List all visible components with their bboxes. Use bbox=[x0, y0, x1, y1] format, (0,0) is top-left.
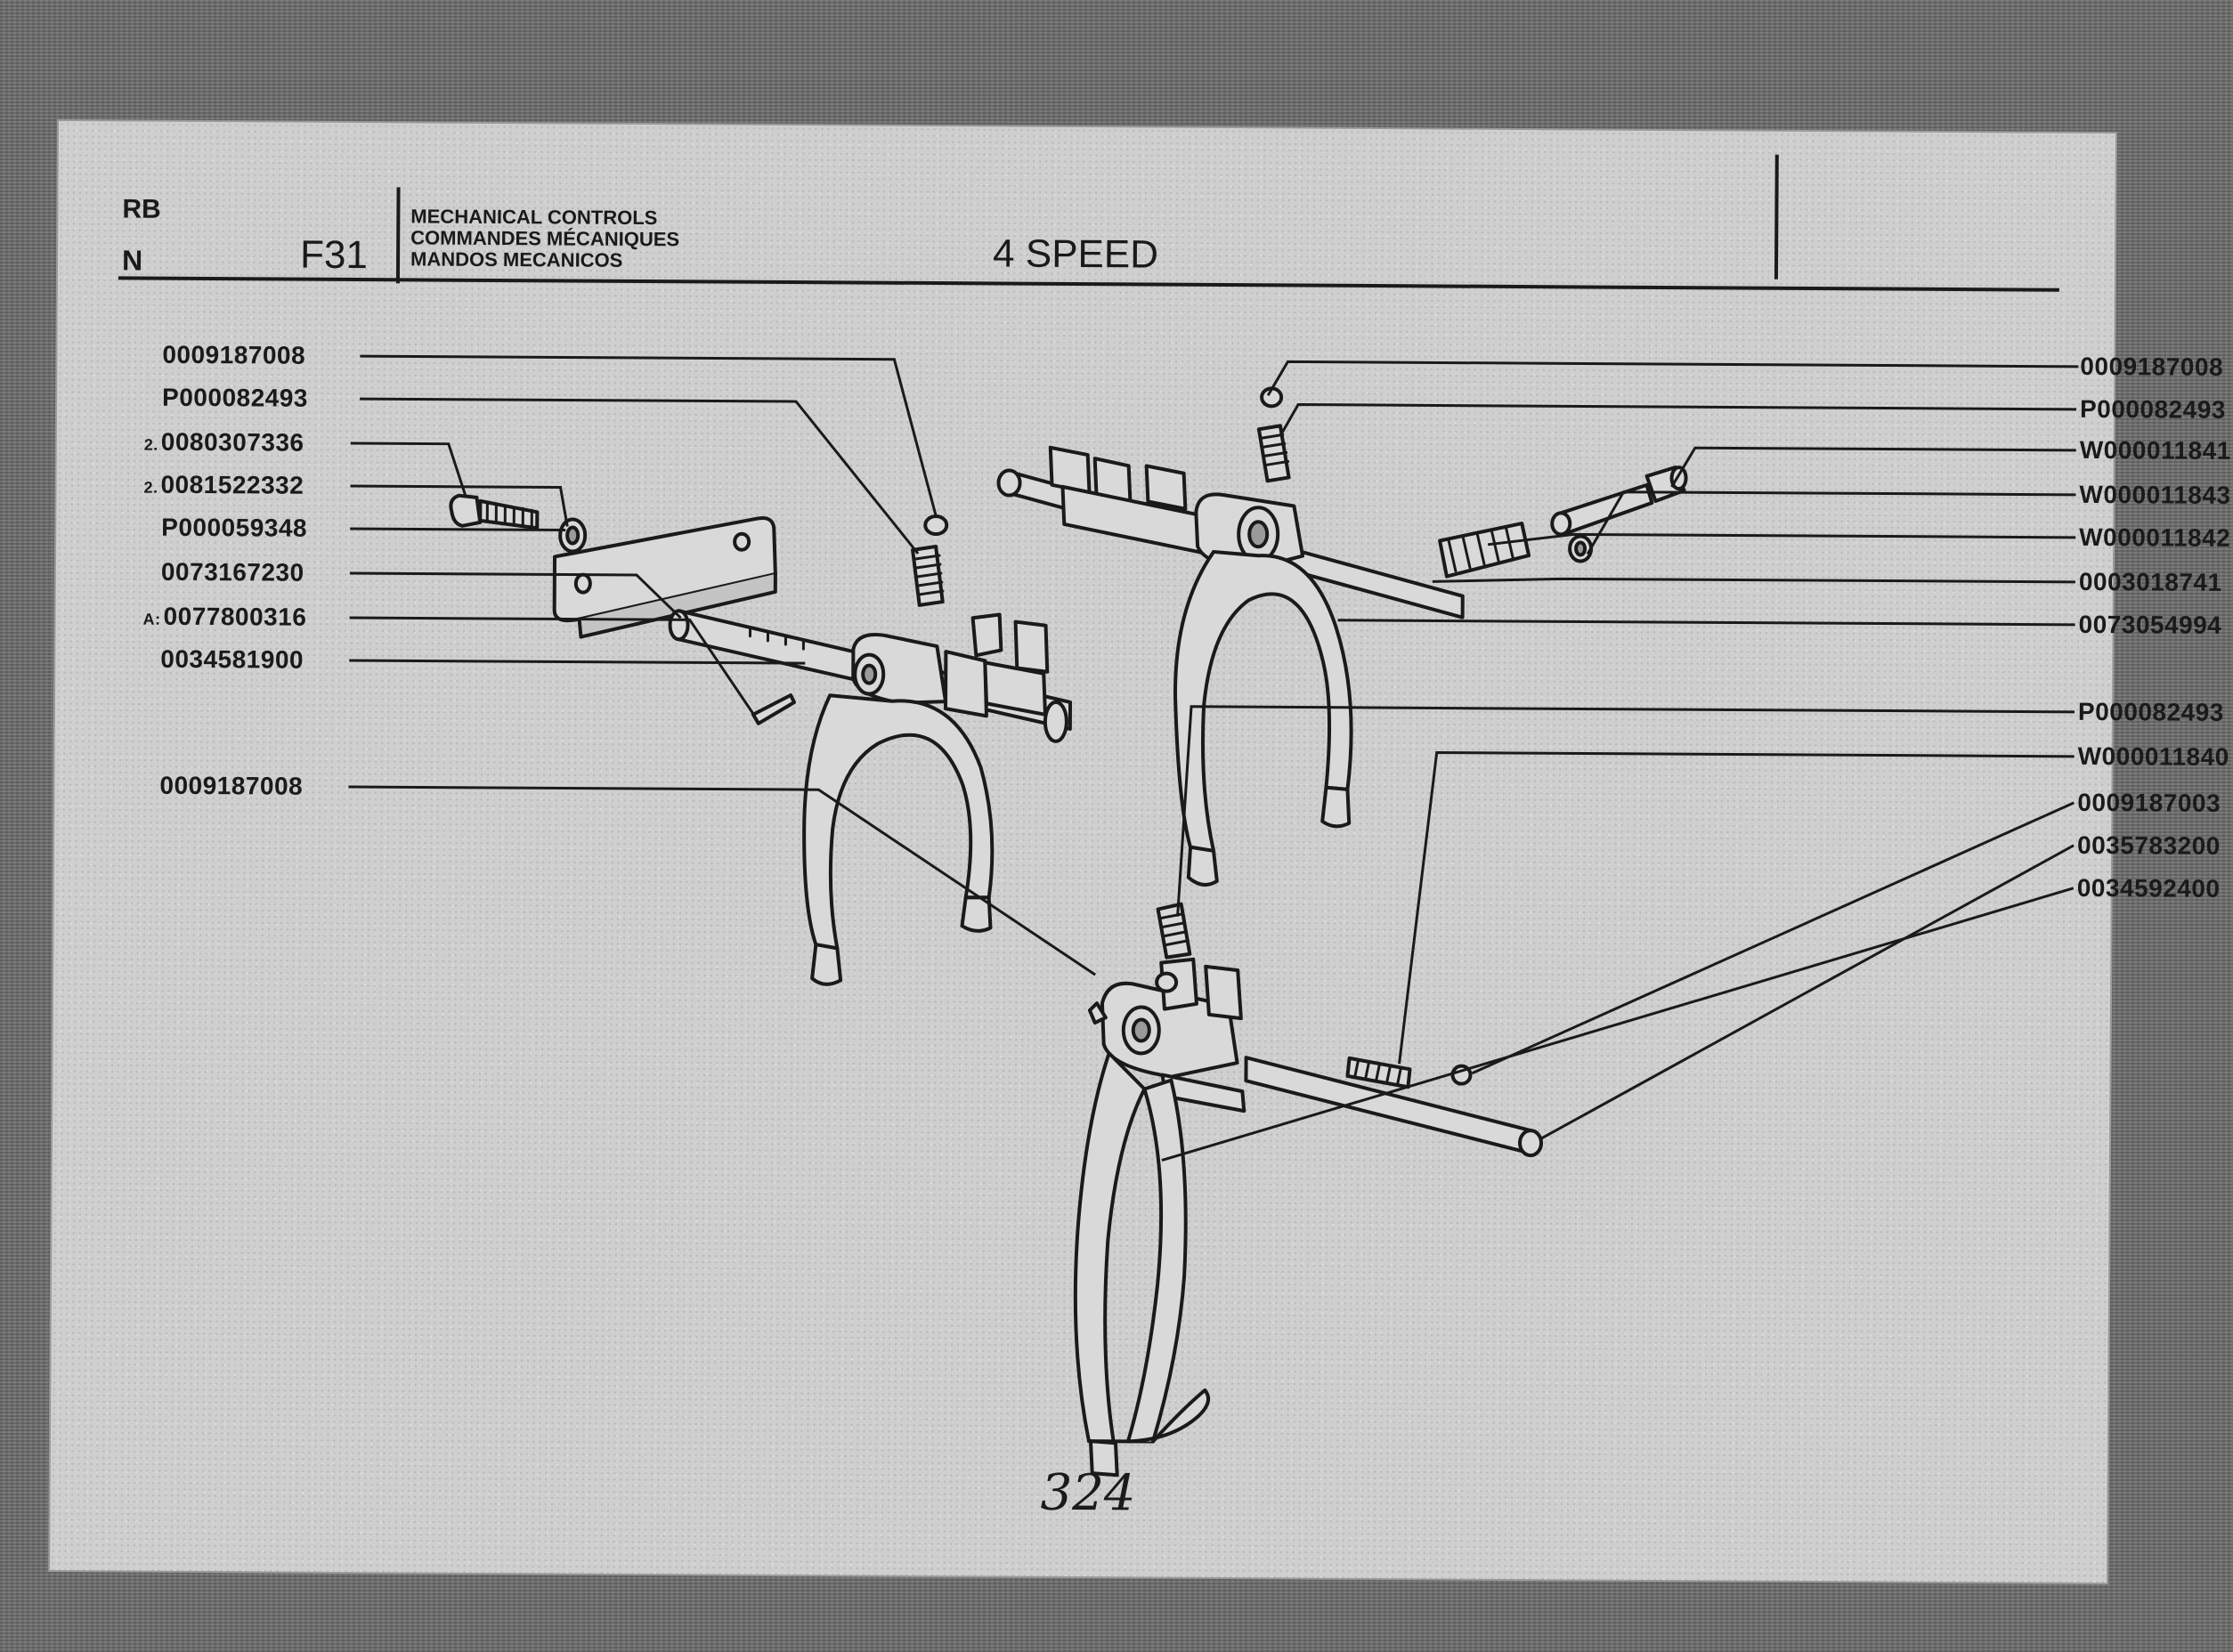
leader-right-9 bbox=[1398, 750, 2075, 1065]
leader-right-5 bbox=[1487, 532, 2076, 547]
leader-left-3 bbox=[350, 441, 467, 498]
part-label: 0034581900 bbox=[160, 644, 304, 674]
part-label: 0009187003 bbox=[2077, 788, 2221, 817]
part-label: W000011843 bbox=[2079, 480, 2231, 509]
part-label: 0009187008 bbox=[159, 771, 304, 800]
part-label: P000059348 bbox=[161, 513, 308, 542]
lower-fork-block bbox=[1087, 957, 1246, 1113]
left-ball bbox=[923, 514, 949, 537]
part-label: P000082493 bbox=[2079, 394, 2226, 424]
part-label: W000011840 bbox=[2077, 741, 2229, 771]
part-label: A:0077800316 bbox=[142, 602, 307, 631]
part-label: 0034592400 bbox=[2076, 873, 2221, 903]
upper-fork-block bbox=[1048, 445, 1305, 572]
part-label: W000011841 bbox=[2079, 435, 2231, 465]
leader-right-11 bbox=[1539, 844, 2075, 1141]
exploded-diagram bbox=[348, 354, 2079, 1478]
lower-ball bbox=[1155, 971, 1179, 993]
parts-sheet: RB N F31 MECHANICAL CONTROLS COMMANDES M… bbox=[50, 121, 2231, 1583]
leader-right-7 bbox=[1337, 619, 2075, 627]
lower-rod bbox=[1244, 1056, 1544, 1158]
part-label: 0009187008 bbox=[162, 340, 306, 369]
lower-spring bbox=[1156, 902, 1192, 960]
leader-right-10 bbox=[1471, 801, 2075, 1075]
left-shift-fork bbox=[802, 693, 995, 986]
part-label: 0003018741 bbox=[2078, 567, 2222, 596]
upper-small-washer bbox=[1568, 534, 1594, 563]
leader-left-8 bbox=[349, 659, 806, 665]
leader-left-7 bbox=[349, 616, 757, 717]
upper-bushing bbox=[1438, 522, 1531, 579]
part-label: 0009187008 bbox=[2080, 352, 2224, 381]
left-washer bbox=[558, 517, 588, 554]
upper-shift-fork bbox=[1173, 549, 1353, 887]
part-label: P000082493 bbox=[2077, 697, 2224, 726]
leader-left-2 bbox=[360, 397, 920, 555]
leader-right-2 bbox=[1280, 403, 2077, 434]
upper-spring bbox=[1256, 424, 1291, 483]
leader-left-1 bbox=[360, 354, 938, 517]
left-bolt bbox=[449, 493, 540, 530]
part-label: P000082493 bbox=[162, 383, 309, 412]
left-plate bbox=[552, 515, 777, 639]
leader-right-6 bbox=[1432, 577, 2075, 584]
leader-right-12 bbox=[1161, 887, 2075, 1162]
left-fork-block bbox=[851, 612, 1068, 743]
leader-right-1 bbox=[1266, 360, 2079, 397]
page-number: 324 bbox=[1040, 1463, 1136, 1523]
part-label: 0073167230 bbox=[160, 557, 304, 587]
leader-right-8 bbox=[1176, 705, 2075, 917]
part-label: W000011842 bbox=[2079, 522, 2231, 552]
leader-left-5 bbox=[350, 527, 566, 531]
leader-right-3 bbox=[1670, 446, 2076, 488]
part-label: 0073054994 bbox=[2078, 610, 2222, 639]
leader-left-6 bbox=[349, 571, 682, 620]
part-label: 2.0081522332 bbox=[143, 470, 304, 499]
leader-right-4 bbox=[1586, 490, 2076, 555]
left-roll-pin bbox=[751, 693, 797, 725]
part-label: 0035783200 bbox=[2076, 830, 2221, 860]
lower-shift-fork bbox=[1073, 1051, 1211, 1478]
leader-left-9 bbox=[348, 785, 1096, 976]
part-label: 2.0080307336 bbox=[143, 427, 304, 457]
leader-left-4 bbox=[350, 484, 569, 527]
left-spring bbox=[911, 545, 945, 607]
